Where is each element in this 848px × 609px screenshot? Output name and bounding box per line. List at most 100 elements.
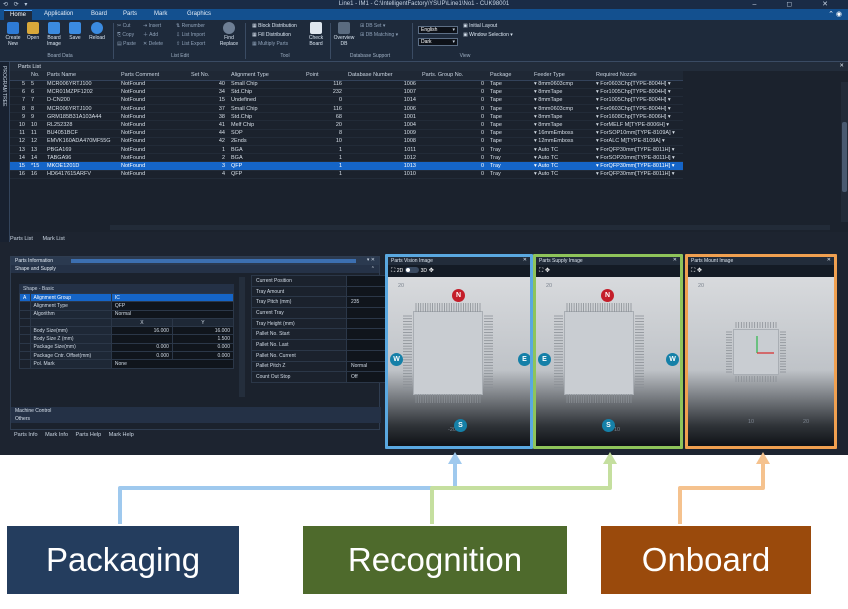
- db-set-button[interactable]: ⊞ DB Set ▾: [360, 23, 386, 29]
- no-cell[interactable]: 9: [28, 112, 44, 122]
- alignment-type-cell[interactable]: 2Ends: [228, 137, 303, 147]
- move-icon[interactable]: ✥: [544, 268, 550, 274]
- set-no-cell[interactable]: 3: [188, 161, 228, 171]
- tab-parts-list[interactable]: Parts List: [10, 236, 33, 242]
- delete-button[interactable]: ✕ Delete: [143, 41, 164, 47]
- parts-group-no-cell[interactable]: 0: [419, 104, 487, 114]
- parts-comment-cell[interactable]: NotFound: [118, 153, 188, 163]
- field-value[interactable]: [346, 339, 391, 351]
- row-index-cell[interactable]: 9: [10, 112, 28, 122]
- no-cell[interactable]: 7: [28, 96, 44, 106]
- form-row[interactable]: Tray Amount: [251, 285, 391, 298]
- point-cell[interactable]: 116: [303, 104, 345, 114]
- point-cell[interactable]: 8: [303, 129, 345, 138]
- set-no-cell[interactable]: 1: [188, 145, 228, 155]
- database-number-cell[interactable]: 1001: [345, 112, 419, 122]
- parts-group-no-cell[interactable]: 0: [419, 153, 487, 163]
- no-cell[interactable]: 11: [28, 129, 44, 138]
- help-icon[interactable]: ⌃ ◉: [828, 11, 842, 18]
- multiply-parts-button[interactable]: ▦ Multiply Parts: [252, 41, 289, 47]
- fit-icon[interactable]: ⛶: [539, 268, 544, 274]
- close-icon[interactable]: ✕: [522, 257, 527, 263]
- database-number-cell[interactable]: 1013: [345, 161, 419, 171]
- feeder-type-cell[interactable]: ▾ 8mmTape: [531, 88, 593, 97]
- parts-name-cell[interactable]: HD6417615ARFV: [44, 170, 118, 179]
- theme-select[interactable]: Dark▾: [418, 38, 458, 46]
- open-button[interactable]: Open: [22, 22, 44, 41]
- required-nozzle-cell[interactable]: ▾ For0603Chp[TYPE-8004H] ▾: [593, 104, 683, 114]
- package-cell[interactable]: Tray: [487, 161, 531, 171]
- alignment-type-cell[interactable]: SOP: [228, 129, 303, 138]
- set-no-cell[interactable]: 40: [188, 80, 228, 89]
- tab-home[interactable]: Home: [4, 10, 33, 20]
- point-cell[interactable]: 1: [303, 153, 345, 163]
- form-row[interactable]: Pallet No. Current: [251, 349, 391, 362]
- no-cell[interactable]: 6: [28, 88, 44, 97]
- database-number-cell[interactable]: 1007: [345, 88, 419, 97]
- point-cell[interactable]: 10: [303, 137, 345, 147]
- tab-graphics[interactable]: Graphics: [187, 11, 212, 17]
- point-cell[interactable]: 0: [303, 96, 345, 106]
- parts-name-cell[interactable]: D-CN200: [44, 96, 118, 106]
- parts-name-cell[interactable]: GRM185B31A103A44: [44, 112, 118, 122]
- tab-parts[interactable]: Parts: [123, 11, 138, 17]
- create-new-button[interactable]: Create New: [2, 22, 24, 47]
- parts-name-cell[interactable]: TABGA96: [44, 153, 118, 163]
- alignment-type-cell[interactable]: Melf Chip: [228, 120, 303, 130]
- machine-control-section[interactable]: Machine Control: [11, 407, 381, 415]
- package-cell[interactable]: Tape: [487, 120, 531, 130]
- vision-canvas[interactable]: 20 -20 N W E S: [388, 277, 530, 446]
- move-icon[interactable]: ✥: [696, 268, 702, 274]
- tab-mark[interactable]: Mark: [154, 11, 168, 17]
- parts-name-cell[interactable]: RL252328: [44, 120, 118, 130]
- field-value[interactable]: [346, 317, 391, 330]
- parts-name-cell[interactable]: BU4051BCF: [44, 129, 118, 138]
- close-icon[interactable]: ▾ ✕: [366, 257, 375, 263]
- field-value[interactable]: QFP: [110, 301, 235, 311]
- parts-comment-cell[interactable]: NotFound: [118, 88, 188, 97]
- tab-mark-info[interactable]: Mark Info: [45, 432, 69, 438]
- set-no-cell[interactable]: 38: [188, 112, 228, 122]
- move-icon[interactable]: ✥: [428, 268, 434, 274]
- db-matching-button[interactable]: ⊞ DB Matching ▾: [360, 32, 399, 38]
- parts-group-no-cell[interactable]: 0: [419, 137, 487, 147]
- no-cell[interactable]: 14: [28, 153, 44, 163]
- parts-comment-cell[interactable]: NotFound: [118, 145, 188, 155]
- row-index-cell[interactable]: 5: [10, 80, 28, 89]
- required-nozzle-cell[interactable]: ▾ For0603Chp[TYPE-8004H] ▾: [593, 80, 683, 89]
- parts-name-cell[interactable]: PBGA169: [44, 145, 118, 155]
- row-index-cell[interactable]: 13: [10, 145, 28, 155]
- no-cell[interactable]: 16: [28, 170, 44, 179]
- parts-group-no-cell[interactable]: 0: [419, 112, 487, 122]
- row-index-cell[interactable]: 10: [10, 120, 28, 130]
- feeder-type-cell[interactable]: ▾ 8mmTape: [531, 120, 593, 130]
- alignment-type-cell[interactable]: QFP: [228, 170, 303, 179]
- package-cell[interactable]: Tape: [487, 104, 531, 114]
- parts-comment-cell[interactable]: NotFound: [118, 161, 188, 171]
- insert-button[interactable]: ⇥ Insert: [143, 23, 162, 29]
- list-import-button[interactable]: ⇩ List Import: [176, 32, 205, 38]
- field-value-x[interactable]: [110, 334, 173, 344]
- window-selection-button[interactable]: ▣ Window Selection ▾: [463, 32, 513, 38]
- vertical-scrollbar[interactable]: [841, 82, 848, 222]
- field-value-x[interactable]: 0.000: [110, 342, 173, 353]
- tab-application[interactable]: Application: [44, 11, 74, 17]
- fit-icon[interactable]: ⛶: [691, 268, 696, 274]
- alignment-type-cell[interactable]: BGA: [228, 153, 303, 163]
- required-nozzle-cell[interactable]: ▾ ForSOP10mm[TYPE-8109A] ▾: [593, 129, 683, 138]
- program-tree-panel[interactable]: PROGRAM TREE: [0, 62, 10, 242]
- parts-name-cell[interactable]: MCR006YRTJ100: [44, 80, 118, 89]
- required-nozzle-cell[interactable]: ▾ ForQFP30mm[TYPE-8011H] ▾: [593, 145, 683, 155]
- point-cell[interactable]: 1: [303, 145, 345, 155]
- field-value-x[interactable]: X: [110, 317, 173, 328]
